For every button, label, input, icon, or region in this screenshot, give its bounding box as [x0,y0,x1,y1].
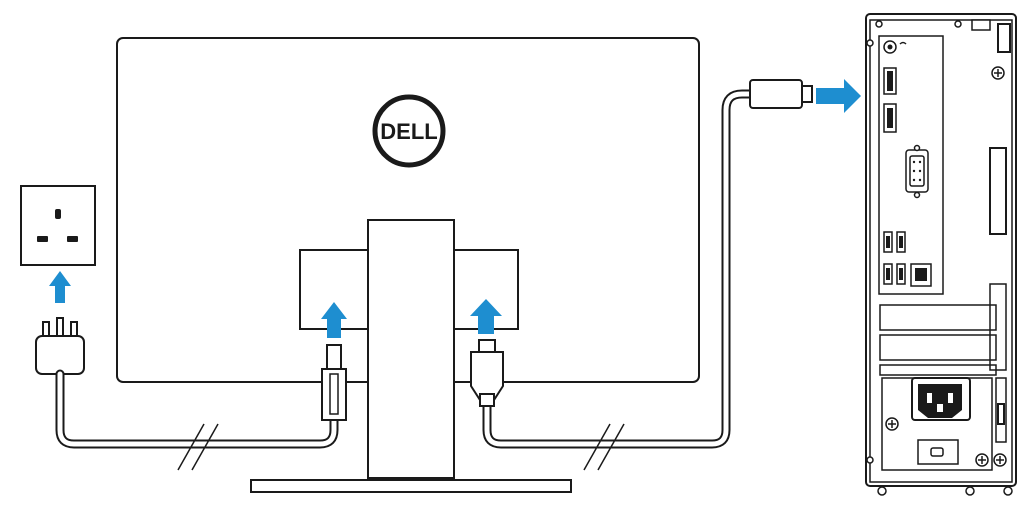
desktop-tower-icon [865,13,1017,496]
wall-outlet-plate [20,185,96,266]
monitor-stand-base [250,479,572,493]
monitor-stand-neck-front [367,219,455,479]
io-panel [878,35,944,295]
displayport-port [883,103,897,133]
display-cable-icon [470,79,813,449]
wall-outlet-icon [20,185,96,266]
vga-port [905,144,929,199]
power-supply [881,377,1007,471]
ethernet-port [910,263,932,287]
cable-break-marks [177,423,219,471]
power-plug-icon [35,317,85,375]
arrow-up-icon [470,299,502,334]
power-cable-icon [55,344,347,449]
arrow-up-icon [321,302,347,338]
arrow-up-icon [49,271,71,303]
monitor-icon: DELL [116,37,700,493]
dell-logo: DELL [372,94,446,168]
hdmi-port [883,67,897,95]
dell-logo-text: DELL [380,119,437,144]
tower-case [865,13,1017,487]
arrow-right-icon [816,79,861,113]
cable-break-marks [583,423,625,471]
usb-ports [883,231,906,285]
